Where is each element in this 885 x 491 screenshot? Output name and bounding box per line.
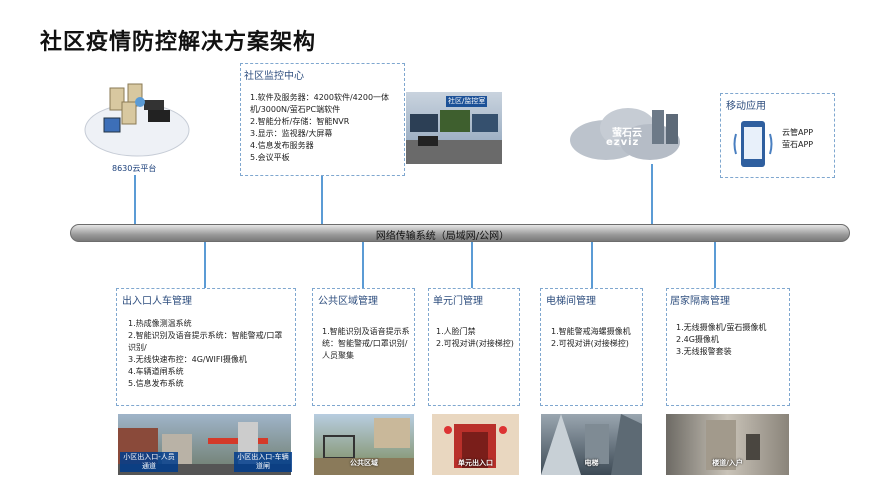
section-title: 电梯间管理 [546,292,596,307]
monitor-item: 4.信息发布服务器 [250,140,398,152]
section-list: 1.智能识别及语音提示系统：智能警戒/口罩识别/人员聚集 [322,326,410,362]
section-item: 1.智能警戒海螺摄像机 [551,326,637,338]
mobile-app-list: 云管APP 萤石APP [782,127,813,151]
entrance-vehicle-caption: 小区出入口-车辆道闸 [234,452,292,472]
section-connector [362,242,364,288]
mobile-app-title: 移动应用 [726,97,766,112]
monitor-item: 1.软件及服务器：4200软件/4200一体机/3000N/萤石PC端软件 [250,92,398,116]
monitor-center-title: 社区监控中心 [244,67,304,82]
page-title: 社区疫情防控解决方案架构 [40,24,316,56]
platform-label: 8630云平台 [112,163,156,174]
section-list: 1.无线摄像机/萤石摄像机 2.4G摄像机 3.无线报警套装 [676,322,784,358]
section-connector [471,242,473,288]
network-label: 网络传输系统（局域网/公网） [0,227,885,242]
section-item: 1.无线摄像机/萤石摄像机 [676,322,784,334]
section-item: 1.智能识别及语音提示系统：智能警戒/口罩识别/人员聚集 [322,326,410,362]
section-title: 公共区域管理 [318,292,378,307]
app-name: 云管APP [782,127,813,139]
entrance-people-caption: 小区出入口-人员通道 [120,452,178,472]
section-list: 1.智能警戒海螺摄像机 2.可视对讲(对接梯控) [551,326,637,350]
section-item: 2.可视对讲(对接梯控) [551,338,637,350]
monitor-room-caption: 社区/监控室 [446,96,487,107]
monitor-item: 5.会议平板 [250,152,398,164]
elevator-caption: 电梯 [541,458,642,468]
section-item: 3.无线报警套装 [676,346,784,358]
platform-connector [134,175,136,224]
section-title: 居家隔离管理 [670,292,730,307]
cloud-connector [651,164,653,224]
monitor-item: 2.智能分析/存储：智能NVR [250,116,398,128]
home-corridor-caption: 楼道/入户 [666,458,789,468]
section-connector [714,242,716,288]
server-cluster-illustration [82,80,192,160]
app-name: 萤石APP [782,139,813,151]
section-connector [204,242,206,288]
phone-icon [733,118,773,174]
monitor-item: 3.显示：监视器/大屏幕 [250,128,398,140]
section-title: 单元门管理 [433,292,483,307]
section-item: 2.智能识别及语音提示系统：智能警戒/口罩识别/ [128,330,288,354]
section-item: 3.无线快速布控：4G/WIFI摄像机 [128,354,288,366]
monitor-center-list: 1.软件及服务器：4200软件/4200一体机/3000N/萤石PC端软件 2.… [250,92,398,164]
cloud-brand-en: ezviz [606,137,639,148]
section-title: 出入口人车管理 [122,292,192,307]
monitor-connector [321,176,323,224]
section-list: 1.人脸门禁 2.可视对讲(对接梯控) [436,326,516,350]
section-item: 1.人脸门禁 [436,326,516,338]
section-list: 1.热成像测温系统 2.智能识别及语音提示系统：智能警戒/口罩识别/ 3.无线快… [128,318,288,390]
section-connector [591,242,593,288]
section-item: 4.车辆道闸系统 [128,366,288,378]
section-item: 2.可视对讲(对接梯控) [436,338,516,350]
section-item: 2.4G摄像机 [676,334,784,346]
section-item: 5.信息发布系统 [128,378,288,390]
public-area-caption: 公共区域 [314,458,414,468]
unit-entrance-caption: 单元出入口 [432,458,519,468]
section-item: 1.热成像测温系统 [128,318,288,330]
